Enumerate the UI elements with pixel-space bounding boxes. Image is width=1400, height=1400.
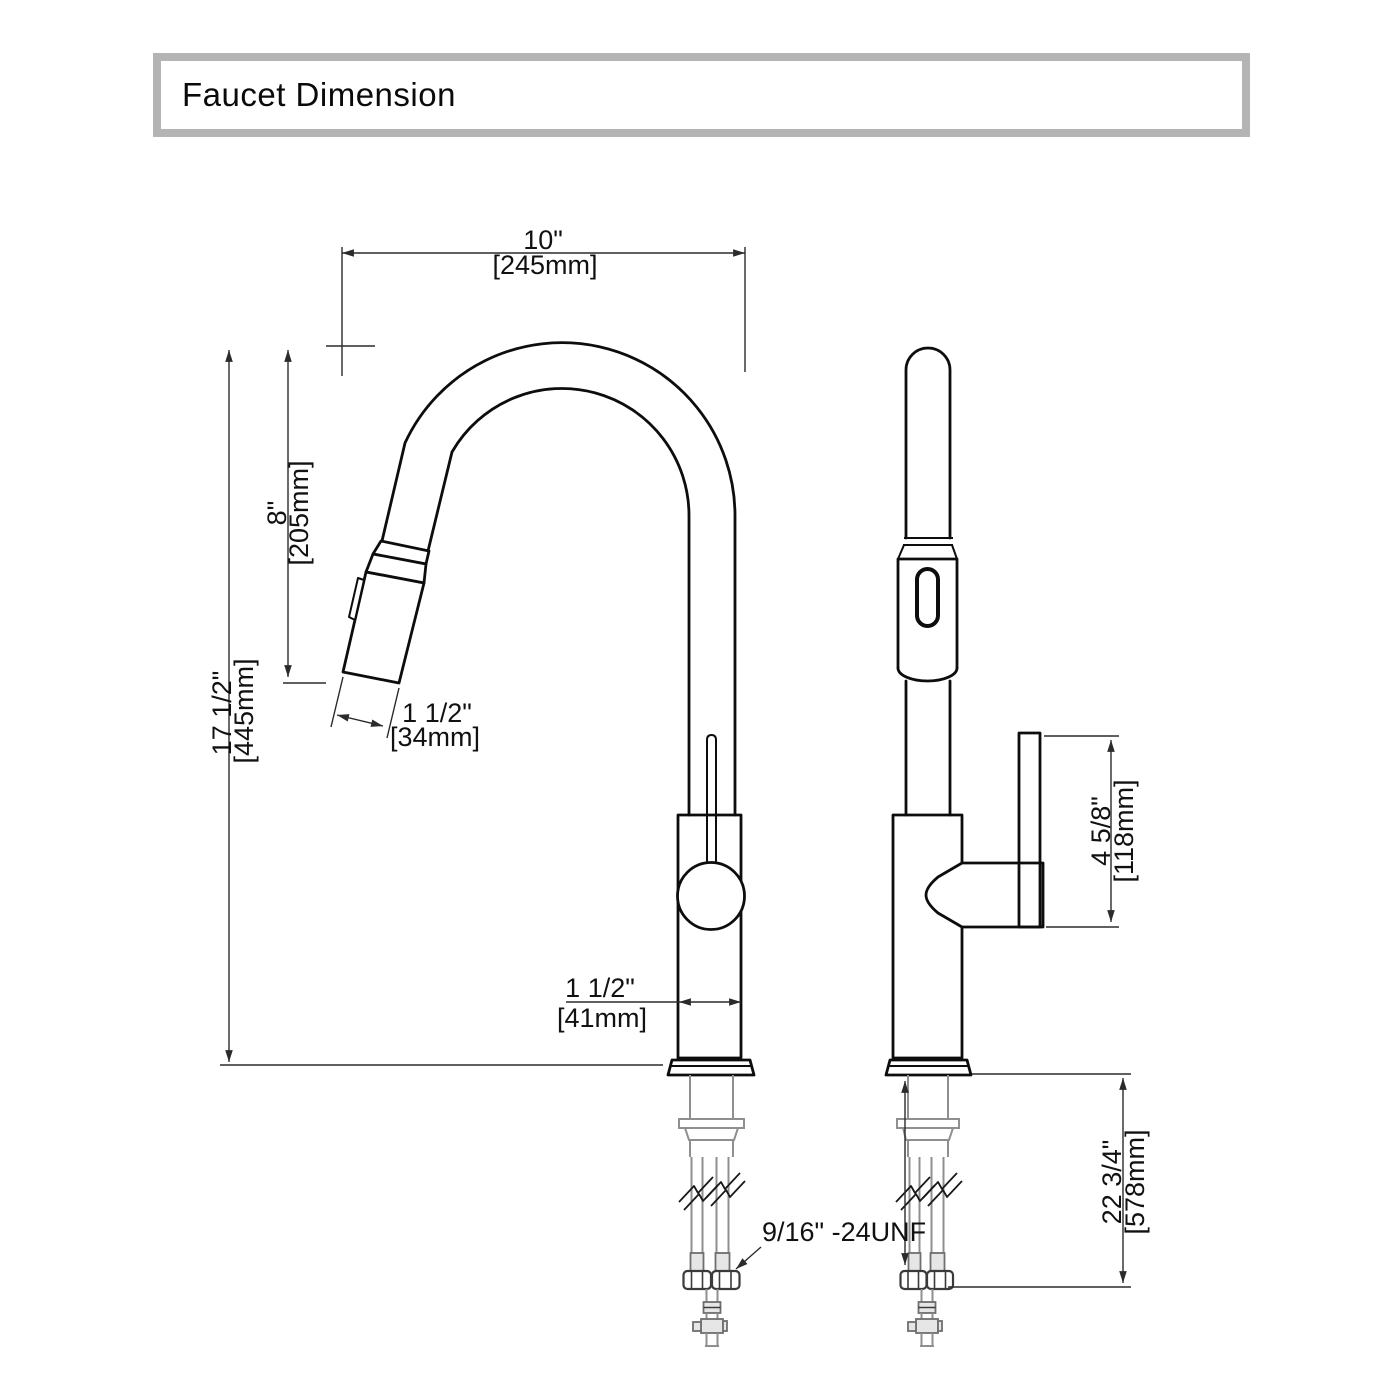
wand-holder-tube [904,346,952,540]
sprayer-slot [915,567,940,628]
label-spray-head-in: 1 1/2" [402,698,472,728]
dimension-labels: 10" [245mm] 8" [205mm] 17 1/2" [445mm] 1… [207,225,1150,1247]
label-spout-outlet-in: 8" [262,501,292,526]
sprayer-side-body [896,557,959,670]
supply-nut-side-left [899,1269,928,1291]
faucet-body-front [676,813,743,1060]
spout-tube-side [904,679,952,817]
spout-outer-curve [380,341,737,817]
base-flange-front [666,1058,756,1077]
label-overall-height-mm: [445mm] [229,658,259,763]
faucet-body-side [891,813,964,1060]
title-box: Faucet Dimension [153,53,1250,137]
spray-head-body [341,570,426,685]
handle-knob-front [676,861,746,931]
page-title: Faucet Dimension [182,76,456,113]
label-handle-height-in: 4 5/8" [1086,796,1116,866]
mounting-hardware-side [895,1075,963,1347]
label-hose-length-mm: [578mm] [1120,1129,1150,1234]
base-flange-side [884,1058,973,1077]
dim-line-spray-head [336,714,384,727]
label-spout-outlet-mm: [205mm] [284,460,314,565]
spout-inner-curve [426,387,691,817]
label-overall-height-in: 17 1/2" [207,671,237,756]
label-handle-height-mm: [118mm] [1109,779,1139,882]
handle-lever-front [706,734,717,862]
label-spout-reach-in: 10" [523,225,563,255]
label-spout-reach-mm: [245mm] [492,250,597,280]
supply-nut-side-right [925,1269,955,1291]
label-hose-length-in: 22 3/4" [1097,1140,1127,1225]
label-body-diameter-in: 1 1/2" [565,973,635,1003]
spray-head-button [348,577,365,621]
mounting-hardware-front [678,1075,746,1347]
label-body-diameter-mm: [41mm] [557,1003,647,1033]
wand-collar [897,537,958,560]
dimension-lines [220,247,1131,1288]
label-thread-spec: 9/16" -24UNF [762,1217,926,1247]
faucet-side-view [884,346,1045,1347]
label-spray-head-mm: [34mm] [390,722,480,752]
sprayer-side-bottom [896,666,959,683]
supply-nut-left [682,1269,713,1291]
leader-thread-spec [735,1246,762,1270]
handle-lug-side [924,861,1045,929]
faucet-front-view [341,341,756,1347]
handle-lever-side [1017,731,1042,929]
supply-nut-right [710,1269,741,1291]
